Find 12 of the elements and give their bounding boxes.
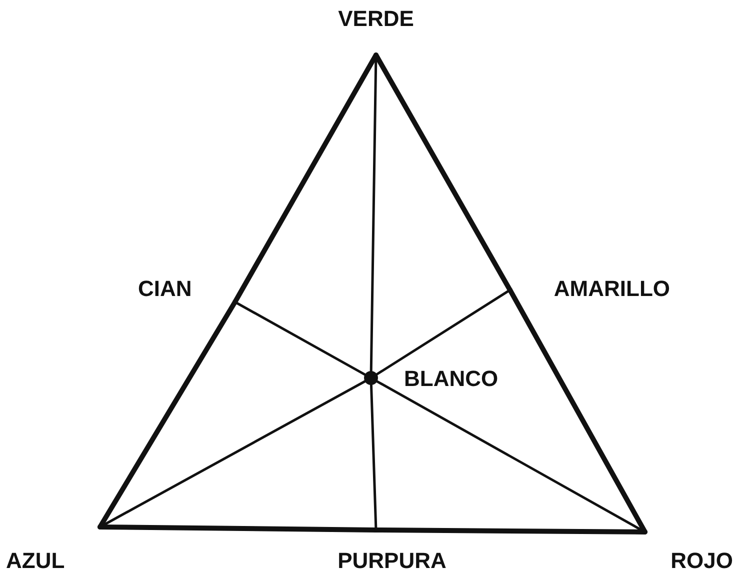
triangle-line [376,288,512,376]
triangle-line [374,52,512,292]
color-label: PURPURA [330,530,454,574]
color-label: CIAN [138,276,235,302]
color-label: ROJO [645,532,733,574]
color-label: AMARILLO [510,276,670,304]
color-label: VERDE [330,6,422,55]
triangle-line [374,528,648,534]
point-label: BLANCO [404,366,498,392]
color-label: AZUL [6,527,100,574]
center-dot [364,371,378,385]
triangle-line [234,300,366,376]
